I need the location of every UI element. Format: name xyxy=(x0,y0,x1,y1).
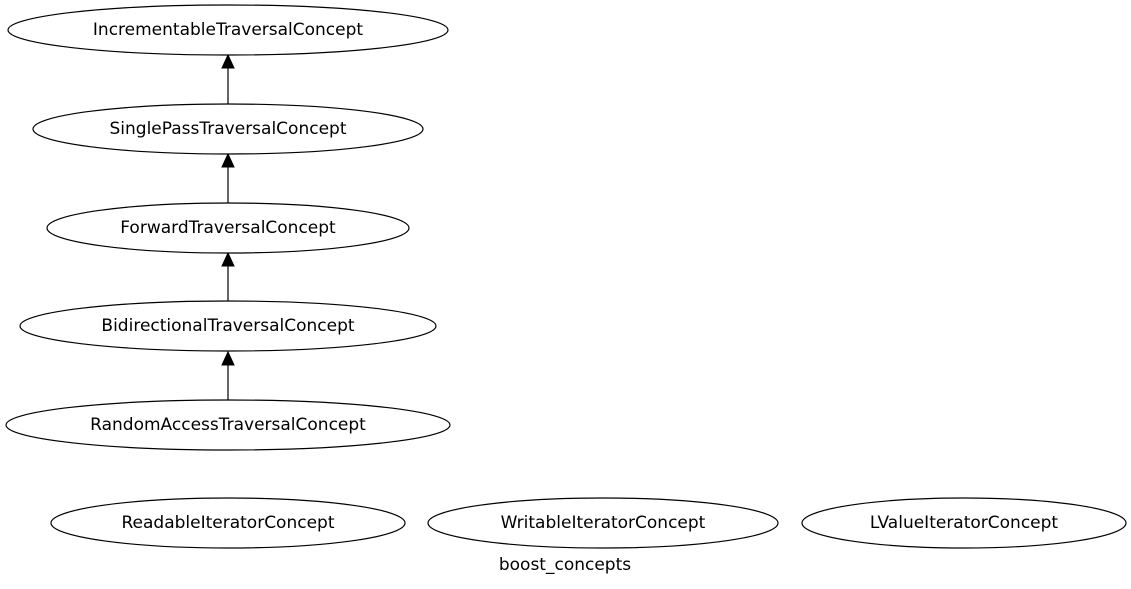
node-label: RandomAccessTraversalConcept xyxy=(90,415,366,435)
node-shape xyxy=(801,497,1127,549)
edge-forward-to-single-pass xyxy=(221,152,235,203)
node-shape xyxy=(5,399,451,451)
node-bidirectional-traversal-concept[interactable]: BidirectionalTraversalConcept xyxy=(19,300,437,352)
arrowhead-icon xyxy=(221,251,235,267)
node-shape xyxy=(427,497,779,549)
node-shape xyxy=(7,4,449,56)
node-incrementable-traversal-concept[interactable]: IncrementableTraversalConcept xyxy=(7,4,449,56)
node-forward-traversal-concept[interactable]: ForwardTraversalConcept xyxy=(46,202,410,254)
node-label: ReadableIteratorConcept xyxy=(121,513,334,533)
node-label: ForwardTraversalConcept xyxy=(120,218,336,238)
node-label: LValueIteratorConcept xyxy=(870,513,1059,533)
arrowhead-icon xyxy=(221,350,235,366)
node-shape xyxy=(46,202,410,254)
node-label: BidirectionalTraversalConcept xyxy=(101,316,354,336)
node-random-access-traversal-concept[interactable]: RandomAccessTraversalConcept xyxy=(5,399,451,451)
node-single-pass-traversal-concept[interactable]: SinglePassTraversalConcept xyxy=(32,103,424,155)
node-label: SinglePassTraversalConcept xyxy=(110,119,347,139)
node-shape xyxy=(50,497,406,549)
node-shape xyxy=(19,300,437,352)
graph-title: boost_concepts xyxy=(499,555,631,575)
edge-single-pass-to-incrementable xyxy=(221,53,235,104)
node-readable-iterator-concept[interactable]: ReadableIteratorConcept xyxy=(50,497,406,549)
arrowhead-icon xyxy=(221,152,235,168)
node-label: IncrementableTraversalConcept xyxy=(93,20,364,40)
arrowhead-icon xyxy=(221,53,235,69)
node-lvalue-iterator-concept[interactable]: LValueIteratorConcept xyxy=(801,497,1127,549)
edge-bidirectional-to-forward xyxy=(221,251,235,302)
edge-random-access-to-bidirectional xyxy=(221,350,235,401)
node-writable-iterator-concept[interactable]: WritableIteratorConcept xyxy=(427,497,779,549)
node-label: WritableIteratorConcept xyxy=(501,513,706,533)
node-shape xyxy=(32,103,424,155)
